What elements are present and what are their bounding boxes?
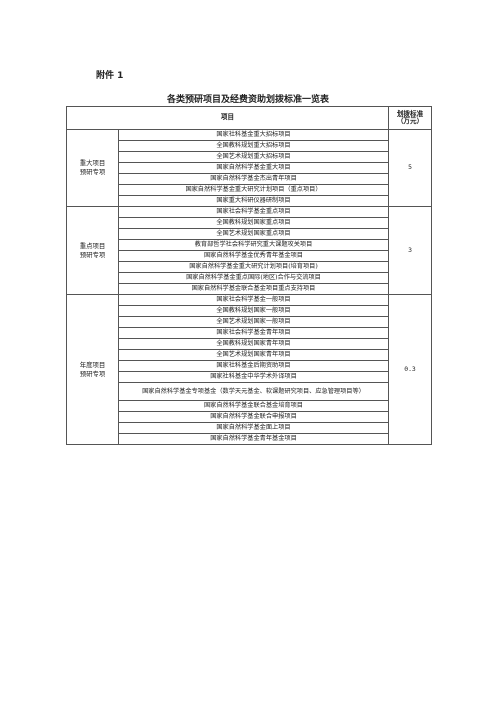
table-row: 国家自然科学基金杰出青年项目	[67, 173, 432, 185]
project-item-cell: 国家重大科研仪器研制项目	[118, 195, 389, 207]
table-row: 国家重大科研仪器研制项目	[67, 195, 432, 207]
attachment-label: 附件 1	[96, 71, 124, 81]
table-row: 全国教科规划国家重点项目	[67, 217, 432, 229]
project-item-cell: 全国艺术规划国家青年项目	[118, 349, 389, 361]
table-row: 国家社会科学基金青年项目	[67, 327, 432, 339]
header-project: 项目	[66, 106, 389, 130]
table-row: 国家自然科学基金重大研究计划项目（重点项目）	[67, 184, 432, 196]
table-row: 全国教科规划重大招标项目	[67, 140, 432, 152]
table-row: 国家自然科学基金青年基金项目	[67, 433, 432, 445]
project-item-cell: 国家自然科学基金联合申报项目	[118, 411, 389, 423]
table-row: 全国艺术规划国家一般项目	[67, 316, 432, 328]
project-item-cell: 国家自然科学基金专项基金（数学天元基金、软课题研究项目、应急管理项目等）	[118, 382, 389, 401]
table-row: 国家自然科学基金联合基金培育项目	[67, 400, 432, 412]
table-row: 国家自然科学基金重大研究计划项目(培育项目)	[67, 261, 432, 273]
project-item-cell: 全国教科规划国家青年项目	[118, 338, 389, 350]
project-item-cell: 国家自然科学基金重大研究计划项目(培育项目)	[118, 261, 389, 273]
table-row: 国家自然科学基金重点国际(地区)合作与交流项目	[67, 272, 432, 284]
table-row: 教育部哲学社会科学研究重大课题攻关项目	[67, 239, 432, 251]
project-item-cell: 国家自然科学基金青年基金项目	[118, 433, 389, 445]
header-amount: 划拨标准 （万元）	[388, 106, 432, 130]
project-item-cell: 国家社会科学基金一般项目	[118, 294, 389, 306]
project-item-cell: 国家自然科学基金重点国际(地区)合作与交流项目	[118, 272, 389, 284]
project-item-cell: 全国艺术规划重大招标项目	[118, 151, 389, 163]
category-cell: 重点项目 预研专项	[66, 206, 119, 295]
project-item-cell: 国家社会科学基金重点项目	[118, 206, 389, 218]
project-item-cell: 国家自然科学基金重大项目	[118, 162, 389, 174]
table-row: 国家自然科学基金重大项目	[67, 162, 432, 174]
project-item-cell: 全国教科规划重大招标项目	[118, 140, 389, 152]
project-item-cell: 国家社科基金后期资助项目	[118, 360, 389, 372]
table-header-row: 项目 划拨标准 （万元）	[66, 106, 432, 130]
amount-cell: 0.3	[388, 294, 432, 445]
table-row: 全国艺术规划国家青年项目	[67, 349, 432, 361]
table-row: 全国教科规划国家一般项目	[67, 305, 432, 317]
table-row: 国家自然科学基金优秀青年基金项目	[67, 250, 432, 262]
project-item-cell: 国家自然科学基金联合基金项目重点支持项目	[118, 283, 389, 295]
project-item-cell: 全国艺术规划国家重点项目	[118, 228, 389, 240]
project-item-cell: 国家自然科学基金杰出青年项目	[118, 173, 389, 185]
amount-cell: 3	[388, 206, 432, 295]
project-item-cell: 全国艺术规划国家一般项目	[118, 316, 389, 328]
project-item-cell: 国家自然科学基金联合基金培育项目	[118, 400, 389, 412]
table-row: 国家自然科学基金联合基金项目重点支持项目	[67, 283, 432, 295]
category-cell: 年度项目 预研专项	[66, 294, 119, 445]
amount-cell: 5	[388, 129, 432, 207]
project-item-cell: 国家自然科学基金优秀青年基金项目	[118, 250, 389, 262]
project-item-cell: 国家社科基金重大招标项目	[118, 129, 389, 141]
project-item-cell: 全国教科规划国家重点项目	[118, 217, 389, 229]
table-row: 全国艺术规划重大招标项目	[67, 151, 432, 163]
table-row: 国家自然科学基金面上项目	[67, 422, 432, 434]
project-item-cell: 国家自然科学基金重大研究计划项目（重点项目）	[118, 184, 389, 196]
table-row: 全国教科规划国家青年项目	[67, 338, 432, 350]
category-cell: 重大项目 预研专项	[66, 129, 119, 207]
table-row: 全国艺术规划国家重点项目	[67, 228, 432, 240]
table-row: 国家自然科学基金专项基金（数学天元基金、软课题研究项目、应急管理项目等）	[67, 382, 432, 401]
document-title: 各类预研项目及经费资助划拨标准一览表	[166, 95, 329, 105]
project-item-cell: 国家社会科学基金青年项目	[118, 327, 389, 339]
table-row: 国家自然科学基金联合申报项目	[67, 411, 432, 423]
table-row: 国家社科基金中华学术外译项目	[67, 371, 432, 383]
table-row: 国家社科基金后期资助项目	[67, 360, 432, 372]
project-item-cell: 国家自然科学基金面上项目	[118, 422, 389, 434]
project-item-cell: 国家社科基金中华学术外译项目	[118, 371, 389, 383]
project-item-cell: 教育部哲学社会科学研究重大课题攻关项目	[118, 239, 389, 251]
project-item-cell: 全国教科规划国家一般项目	[118, 305, 389, 317]
